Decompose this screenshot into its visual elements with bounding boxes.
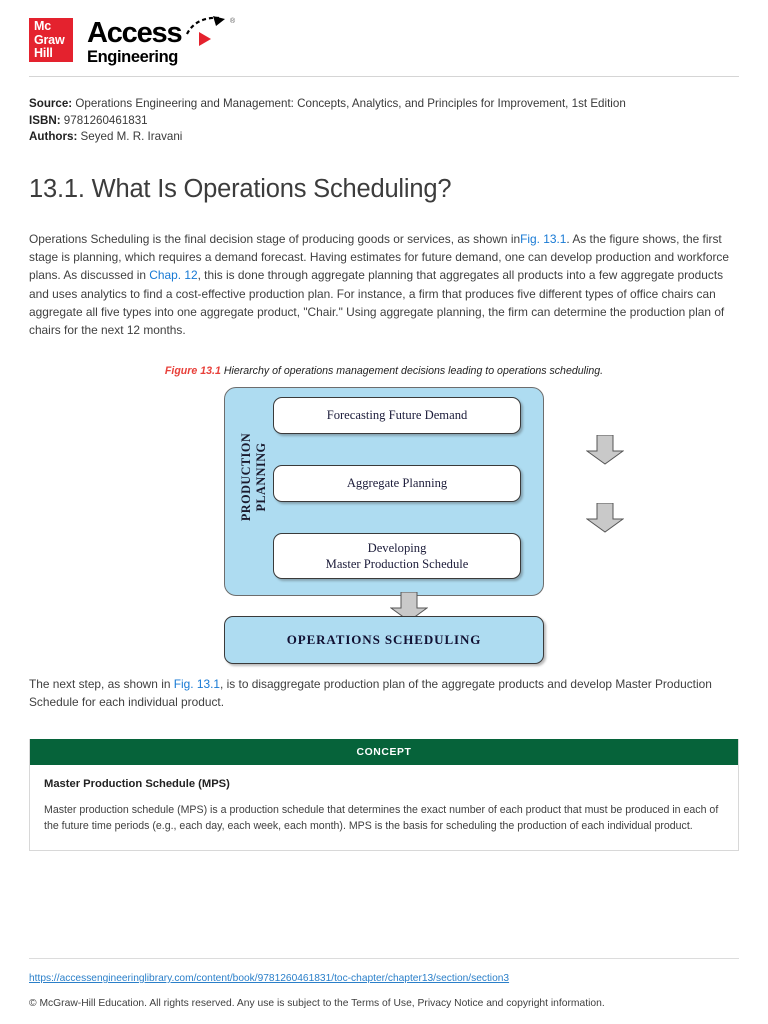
- mcgraw-hill-line-3: Hill: [34, 46, 53, 61]
- concept-box: CONCEPT Master Production Schedule (MPS)…: [29, 739, 739, 852]
- footer-copyright: © McGraw-Hill Education. All rights rese…: [29, 998, 605, 1009]
- concept-term: Master Production Schedule (MPS): [44, 778, 230, 791]
- registered-trademark-icon: ®: [230, 18, 236, 25]
- mcgraw-hill-access-engineering-logo[interactable]: Mc Graw Hill Access Engineering ®: [29, 16, 739, 66]
- diagram-step-forecasting-future-demand: Forecasting Future Demand: [273, 396, 521, 434]
- access-engineering-wordmark: Access Engineering ®: [87, 16, 235, 66]
- diagram-outcome-label: OPERATIONS SCHEDULING: [286, 631, 482, 647]
- swoosh-icon: [186, 16, 225, 35]
- authors-line: Authors: Seyed M. R. Iravani: [29, 129, 739, 146]
- next-step-text-part-2: , is to disaggregate production plan of …: [29, 676, 712, 709]
- next-step-text-part-1: The next step, as shown in: [29, 676, 174, 691]
- down-arrow-icon-1: [586, 434, 624, 465]
- diagram-step-aggregate-planning: Aggregate Planning: [273, 464, 521, 502]
- engineering-wordmark-text: Engineering: [87, 48, 178, 66]
- intro-text-part-2: . As the figure shows, the first stage i…: [29, 231, 729, 283]
- down-arrow-icon-3: [390, 591, 428, 622]
- header-divider: [29, 76, 739, 77]
- source-metadata: Source: Operations Engineering and Manag…: [29, 96, 739, 146]
- figure-reference-link[interactable]: Fig. 13.1: [520, 231, 567, 246]
- figure-13-1-diagram: PRODUCTION PLANNING Forecasting Future D…: [29, 385, 739, 675]
- page-header: Mc Graw Hill Access Engineering ®: [29, 0, 739, 80]
- mcgraw-hill-line-2: Graw: [34, 32, 65, 47]
- figure-reference-link-2[interactable]: Fig. 13.1: [173, 676, 221, 691]
- intro-paragraph: Operations Scheduling is the final decis…: [29, 230, 739, 340]
- diagram-step-1-label: Forecasting Future Demand: [326, 408, 468, 423]
- access-wordmark-text: Access: [87, 17, 183, 49]
- isbn-line: ISBN: 9781260461831: [29, 113, 739, 130]
- isbn-label: ISBN:: [29, 113, 61, 127]
- diagram-step-3-label: Developing Master Production Schedule: [325, 540, 469, 571]
- source-label: Source:: [29, 97, 73, 110]
- intro-text-part-1: Operations Scheduling is the final decis…: [29, 231, 521, 246]
- concept-definition: Master production schedule (MPS) is a pr…: [44, 804, 719, 832]
- figure-caption-text: Hierarchy of operations management decis…: [223, 364, 604, 377]
- play-triangle-icon: [199, 32, 211, 46]
- diagram-step-2-label: Aggregate Planning: [346, 476, 448, 491]
- mcgraw-hill-line-1: Mc: [34, 19, 51, 33]
- source-line: Source: Operations Engineering and Manag…: [29, 96, 739, 113]
- page-footer: https://accessengineeringlibrary.com/con…: [29, 958, 739, 1009]
- figure-number: Figure 13.1: [164, 364, 221, 377]
- concept-box-body: Master Production Schedule (MPS) Master …: [30, 765, 738, 851]
- footer-source-url-link[interactable]: https://accessengineeringlibrary.com/con…: [29, 973, 510, 984]
- diagram-step-developing-master-production-schedule: Developing Master Production Schedule: [273, 532, 521, 579]
- page-title: 13.1. What Is Operations Scheduling?: [29, 174, 452, 203]
- down-arrow-icon-2: [586, 502, 624, 533]
- concept-box-header: CONCEPT: [30, 739, 738, 766]
- isbn-value: 9781260461831: [63, 113, 148, 127]
- production-planning-container: PRODUCTION PLANNING Forecasting Future D…: [224, 386, 624, 596]
- production-planning-label: PRODUCTION PLANNING: [239, 432, 268, 521]
- authors-value: Seyed M. R. Iravani: [80, 130, 183, 144]
- next-step-paragraph: The next step, as shown in Fig. 13.1, is…: [29, 675, 739, 712]
- source-value: Operations Engineering and Management: C…: [75, 97, 626, 110]
- footer-divider: [29, 958, 739, 959]
- diagram-outcome-operations-scheduling: OPERATIONS SCHEDULING: [224, 615, 544, 664]
- authors-label: Authors:: [29, 130, 78, 144]
- chapter-reference-link[interactable]: Chap. 12: [149, 268, 198, 283]
- mcgraw-hill-logo-box: Mc Graw Hill: [29, 18, 73, 62]
- figure-caption: Figure 13.1 Hierarchy of operations mana…: [29, 365, 739, 377]
- intro-text-part-3: , this is done through aggregate plannin…: [29, 268, 725, 338]
